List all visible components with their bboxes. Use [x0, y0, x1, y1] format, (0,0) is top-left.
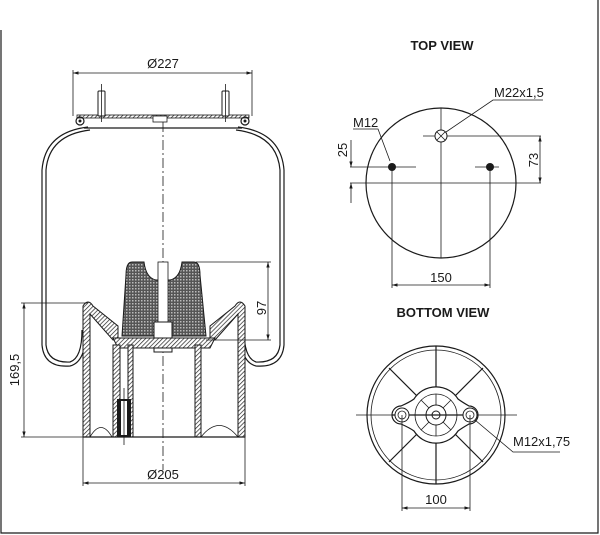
label-air-port: M22x1,5	[494, 85, 544, 100]
bead-right	[240, 116, 250, 126]
label-bolt: M12x1,75	[513, 434, 570, 449]
bottom-view-title: BOTTOM VIEW	[397, 305, 491, 320]
air-port-fitting	[152, 115, 168, 123]
label-stud: M12	[353, 115, 378, 130]
top-view: TOP VIEW 150 25 73 M12 M22x1,5	[335, 38, 544, 288]
piston-right-wall	[209, 301, 246, 438]
piston-left-wall	[82, 301, 119, 438]
dim-stud-offset: 25	[335, 143, 350, 157]
dim-stud-spacing: 150	[430, 270, 452, 285]
dim-top-diameter: Ø227	[147, 56, 179, 71]
bead-left	[75, 116, 85, 126]
top-view-title: TOP VIEW	[410, 38, 474, 53]
dim-bolt-spacing: 100	[425, 492, 447, 507]
piston-inner-right	[194, 344, 202, 438]
dim-port-offset: 73	[526, 153, 541, 167]
bellows-outer	[41, 126, 89, 367]
side-view: Ø227	[7, 56, 285, 486]
dim-bottom-diameter: Ø205	[147, 467, 179, 482]
dim-height: 169,5	[7, 354, 22, 387]
dim-bumper: 97	[254, 301, 269, 315]
bottom-view: BOTTOM VIEW 100 M12x1,75	[356, 305, 570, 511]
